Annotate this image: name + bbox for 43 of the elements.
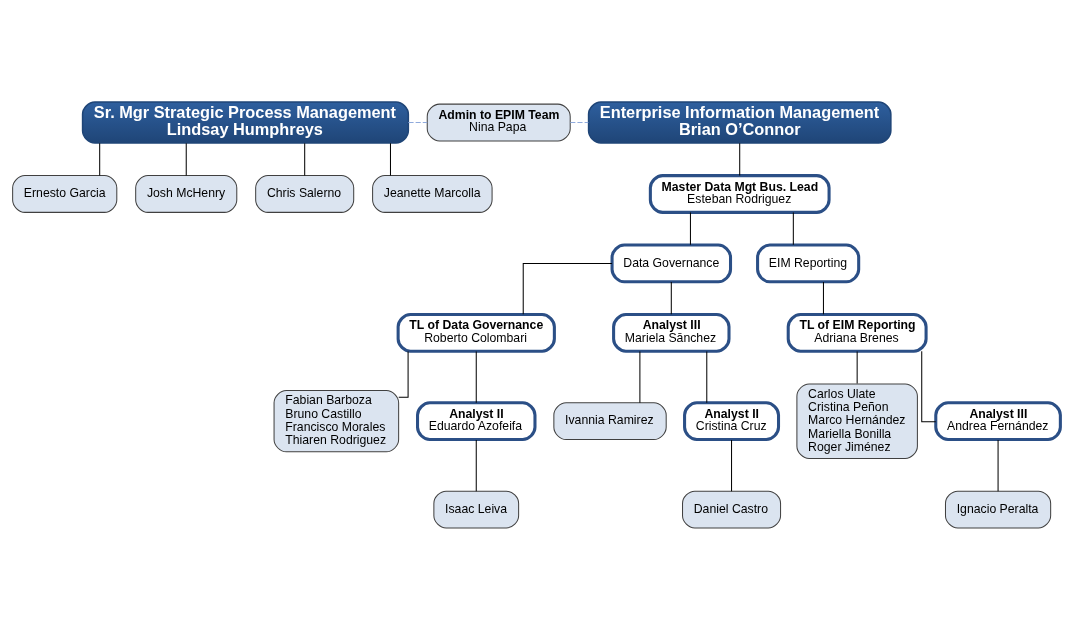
node-box: Analyst III Andrea Fernández <box>934 401 1062 442</box>
connector <box>99 142 101 177</box>
connector <box>856 351 858 385</box>
node-box: TL of EIM Reporting Adriana Brenes <box>786 312 928 353</box>
node-box: Fabian Barboza Bruno Castillo Francisco Morales Thiaren Rodriguez <box>273 390 400 453</box>
connector <box>475 351 477 404</box>
node-box: Admin to EPIM Team Nina Papa <box>426 103 571 142</box>
connector <box>670 281 672 315</box>
node-box: Analyst II Eduardo Azofeifa <box>416 401 537 442</box>
connector <box>739 142 741 177</box>
node-box: Daniel Castro <box>682 490 782 529</box>
connector <box>706 351 708 404</box>
node-box: Chris Salerno <box>255 175 355 213</box>
connector <box>792 212 794 246</box>
node-box: Carlos Ulate Cristina Peñon Marco Hernández Mariella Bonilla Roger Jiménez <box>796 383 918 459</box>
node-box: Data Governance <box>610 243 733 284</box>
connector <box>475 439 477 492</box>
node-box: Master Data Mgt Bus. Lead Esteban Rodriguez <box>648 174 831 214</box>
connector <box>822 281 824 315</box>
connector <box>185 142 187 177</box>
node-box: Ernesto Garcia <box>12 175 118 213</box>
node-box: Sr. Mgr Strategic Process Management Lindsay Humphreys <box>81 101 410 144</box>
connector <box>921 350 937 423</box>
connector <box>304 142 306 177</box>
node-box: Ivannia Ramirez <box>553 402 667 441</box>
node-box: Ignacio Peralta <box>944 490 1052 529</box>
connector <box>569 122 589 124</box>
connector <box>689 212 691 246</box>
node-box: Analyst III Mariela Sānchez <box>612 312 731 353</box>
node-box: Enterprise Information Management Brian O’Connor <box>587 101 892 144</box>
connector <box>398 350 409 398</box>
node-box: TL of Data Governance Roberto Colombari <box>396 312 556 353</box>
node-box: Analyst II Cristina Cruz <box>683 401 781 442</box>
connector <box>389 142 391 177</box>
node-box: Jeanette Marcolla <box>372 175 493 213</box>
node-box: EIM Reporting <box>756 243 861 284</box>
node-box: Isaac Leiva <box>433 490 520 529</box>
connector <box>522 262 613 315</box>
connector <box>639 351 641 404</box>
node-box: Josh McHenry <box>135 175 238 213</box>
connector <box>731 439 733 492</box>
connector <box>407 122 428 124</box>
connector <box>997 439 999 492</box>
